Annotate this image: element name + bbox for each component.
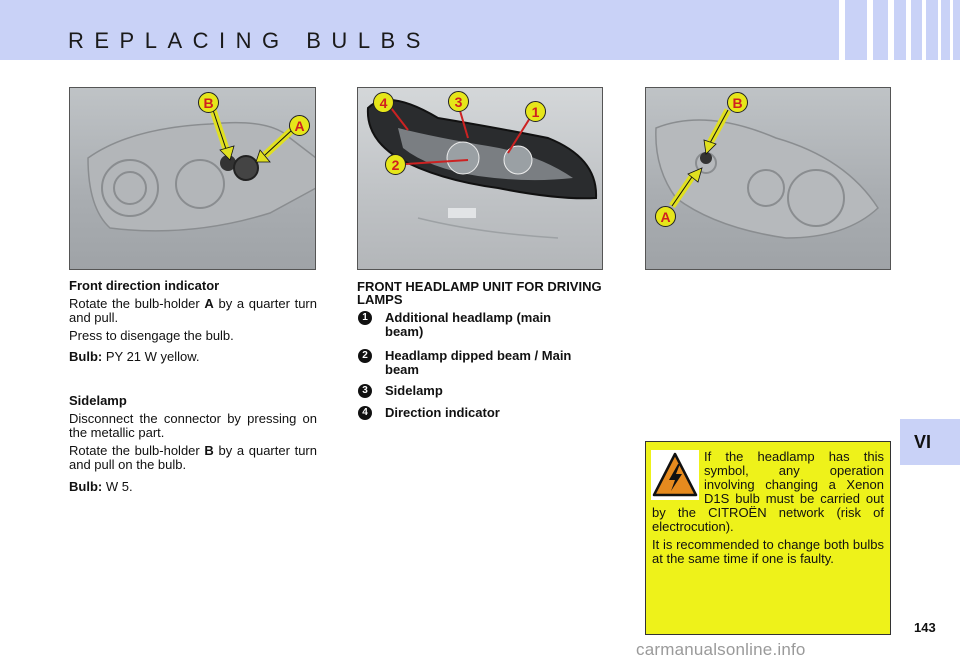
photo-rear-headlamp-right: B A <box>645 87 891 270</box>
legend-label: Direction indicator <box>385 405 500 420</box>
warning-text: If the headlamp has this symbol, any ope… <box>652 449 884 534</box>
headlamp-unit-title: FRONT HEADLAMP UNIT FOR DRIVING LAMPS <box>357 279 602 307</box>
step-text: Rotate the bulb-holder <box>69 296 200 311</box>
watermark: carmanualsonline.info <box>636 640 806 659</box>
electric-hazard-icon <box>651 450 699 500</box>
header-stripe <box>938 0 941 60</box>
badge-a: A <box>655 206 676 227</box>
legend-item-3: 3 Sidelamp <box>358 384 598 400</box>
number-3-icon: 3 <box>358 384 372 398</box>
legend-item-1: 1 Additional headlamp (main beam) <box>358 311 598 341</box>
warning-text-2: It is recommended to change both bulbs a… <box>652 537 884 566</box>
header-stripe <box>906 0 911 60</box>
front-direction-step-1: Rotate the bulb-holder A by a quarter tu… <box>69 297 317 325</box>
badge-4: 4 <box>373 92 394 113</box>
icon-spacer <box>652 450 704 500</box>
sidelamp-step-1: Disconnect the connector by pressing on … <box>69 411 317 440</box>
header-stripe <box>867 0 873 60</box>
warning-text-1: If the headlamp has this symbol, any ope… <box>652 450 884 534</box>
number-2-icon: 2 <box>358 349 372 363</box>
badge-a: A <box>289 115 310 136</box>
badge-3: 3 <box>448 91 469 112</box>
legend-item-2: 2 Headlamp dipped beam / Main beam <box>358 349 598 379</box>
front-direction-title: Front direction indicator <box>69 278 220 293</box>
step-text: by a quarter turn and pull. <box>69 296 317 325</box>
sidelamp-step-2: Rotate the bulb-holder B by a quarter tu… <box>69 444 317 472</box>
legend-item-4: 4 Direction indicator <box>358 406 598 422</box>
page-title: REPLACING BULBS <box>68 28 431 53</box>
header-stripe <box>922 0 926 60</box>
front-direction-bulb: Bulb: PY 21 W yellow. <box>69 350 317 364</box>
bulb-label: Bulb: <box>69 349 103 364</box>
warning-box: If the headlamp has this symbol, any ope… <box>645 441 891 635</box>
chapter-label: VI <box>913 432 931 452</box>
header-stripe <box>888 0 894 60</box>
photo-rear-headlamp-left: B A <box>69 87 316 270</box>
legend-label: Headlamp dipped beam / Main beam <box>385 348 572 377</box>
bulb-holder-letter: B <box>204 443 214 458</box>
sidelamp-title: Sidelamp <box>69 393 127 408</box>
badge-2: 2 <box>385 154 406 175</box>
number-1-icon: 1 <box>358 311 372 325</box>
sidelamp-bulb: Bulb: W 5. <box>69 480 317 494</box>
header-stripe <box>950 0 953 60</box>
header-stripe <box>839 0 845 60</box>
chapter-tab: VI <box>900 419 960 465</box>
step-text: by a quarter turn and pull on the bulb. <box>69 443 317 472</box>
badge-b: B <box>198 92 219 113</box>
number-4-icon: 4 <box>358 406 372 420</box>
bulb-value: PY 21 W yellow. <box>105 349 200 364</box>
legend-label: Sidelamp <box>385 383 443 398</box>
legend-label: Additional headlamp (main beam) <box>385 310 552 339</box>
bulb-holder-letter: A <box>204 296 214 311</box>
badge-1: 1 <box>525 101 546 122</box>
page-number: 143 <box>914 620 936 635</box>
step-text: Rotate the bulb-holder <box>69 443 200 458</box>
badge-b: B <box>727 92 748 113</box>
front-direction-step-2: Press to disengage the bulb. <box>69 328 234 343</box>
photo-headlamp-unit: 4 3 1 2 <box>357 87 603 270</box>
bulb-value: W 5. <box>105 479 133 494</box>
page-header: REPLACING BULBS <box>0 0 960 60</box>
bulb-label: Bulb: <box>69 479 103 494</box>
